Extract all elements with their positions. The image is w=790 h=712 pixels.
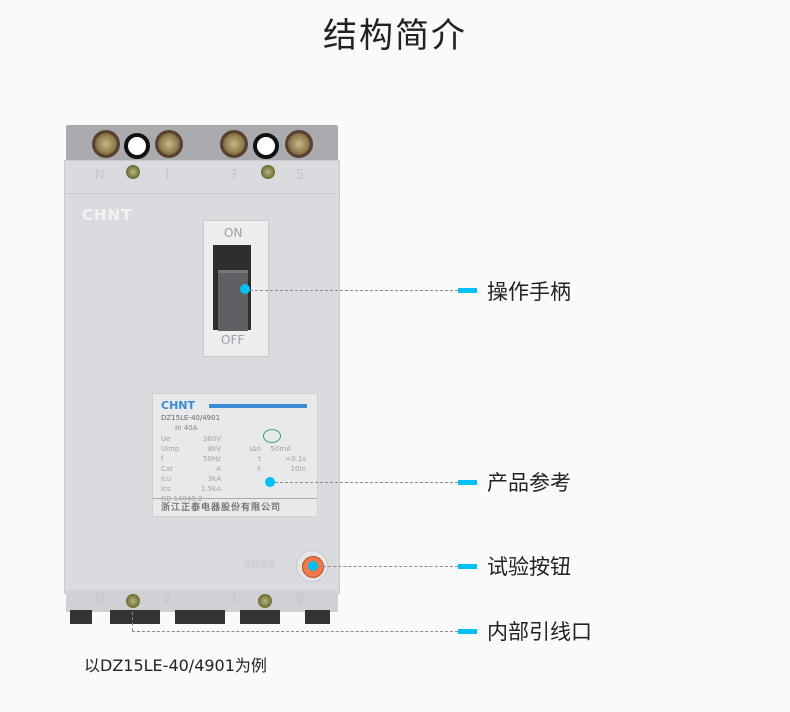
callout-line: [318, 566, 458, 567]
callout-dot: [265, 477, 275, 487]
mount-screw: [258, 594, 272, 608]
caption: 以DZ15LE-40/4901为例: [84, 656, 267, 675]
terminal-label: 3: [229, 168, 238, 183]
terminal-label: 4: [229, 592, 238, 607]
spec-value: 380V: [202, 435, 221, 443]
mount-screw: [126, 165, 140, 179]
nameplate-stripe: [209, 404, 307, 408]
operating-handle[interactable]: [218, 270, 248, 331]
callout-line: [250, 290, 458, 291]
terminal-hole: [253, 133, 279, 159]
terminal-label: 5: [296, 168, 305, 183]
terminal-label: 2: [163, 592, 172, 607]
nameplate-standard: GB 14048.2: [161, 495, 203, 503]
spec-value: <0.1s: [285, 455, 306, 463]
spec-value: 1.5kA: [201, 485, 221, 493]
callout-label-wiring-port: 内部引线口: [487, 620, 592, 644]
breaker-body: [64, 160, 340, 594]
nameplate: CHNT DZ15LE-40/4901 In 40A Ue 380V Uimp 8k…: [152, 393, 318, 517]
callout-marker: [458, 480, 477, 485]
terminal-label: N: [95, 592, 105, 607]
terminal-label: 6: [296, 592, 305, 607]
terminal-foot: [240, 610, 280, 624]
ccc-mark-icon: [263, 429, 281, 443]
terminal-screw: [285, 130, 313, 158]
terminal-screw: [220, 130, 248, 158]
spec-key: t: [258, 455, 261, 463]
mount-screw: [126, 594, 140, 608]
spec-key: Ii: [256, 465, 261, 473]
callout-dot: [240, 284, 250, 294]
test-button-label: 试验按钮: [243, 560, 275, 569]
spec-key: Ics: [161, 485, 171, 493]
nameplate-brand: CHNT: [161, 399, 195, 412]
spec-value: 50Hz: [203, 455, 221, 463]
page-title: 结构简介: [323, 16, 467, 56]
terminal-screw: [155, 130, 183, 158]
terminal-foot: [305, 610, 330, 624]
handle-on-label: ON: [224, 226, 243, 240]
spec-key: Icu: [161, 475, 172, 483]
callout-marker: [458, 564, 477, 569]
callout-line: [132, 612, 133, 631]
spec-key: Uimp: [161, 445, 180, 453]
spec-key: IΔn: [249, 445, 261, 453]
callout-label-nameplate: 产品参考: [487, 471, 571, 495]
terminal-screw: [92, 130, 120, 158]
callout-marker: [458, 288, 477, 293]
callout-label-handle: 操作手柄: [487, 280, 571, 304]
handle-off-label: OFF: [221, 333, 245, 347]
terminal-label: 1: [163, 168, 172, 183]
spec-value: 10In: [290, 465, 306, 473]
callout-line: [132, 631, 458, 632]
spec-key: Cat: [161, 465, 173, 473]
divider: [64, 193, 338, 194]
spec-value: A: [216, 465, 221, 473]
spec-value: 50mA: [270, 445, 291, 453]
divider: [153, 498, 317, 499]
spec-key: f: [161, 455, 164, 463]
terminal-foot: [70, 610, 92, 624]
nameplate-rating: In 40A: [175, 424, 198, 432]
brand-logo: CHNT: [82, 206, 133, 224]
nameplate-model: DZ15LE-40/4901: [161, 414, 221, 422]
callout-line: [275, 482, 458, 483]
spec-value: 8kV: [207, 445, 221, 453]
nameplate-specs: Ue 380V Uimp 8kV IΔn 50mA f 50Hz t <0.1s Cat A Ii…: [161, 434, 311, 504]
mount-screw: [261, 165, 275, 179]
callout-dot: [308, 561, 318, 571]
terminal-hole: [124, 133, 150, 159]
callout-marker: [458, 629, 477, 634]
nameplate-manufacturer: 浙江正泰电器股份有限公司: [161, 503, 282, 513]
callout-label-test-button: 试验按钮: [487, 555, 571, 579]
terminal-foot: [110, 610, 160, 624]
terminal-foot: [175, 610, 225, 624]
terminal-label: N: [95, 168, 105, 183]
spec-key: Ue: [161, 435, 171, 443]
spec-value: 3kA: [207, 475, 221, 483]
